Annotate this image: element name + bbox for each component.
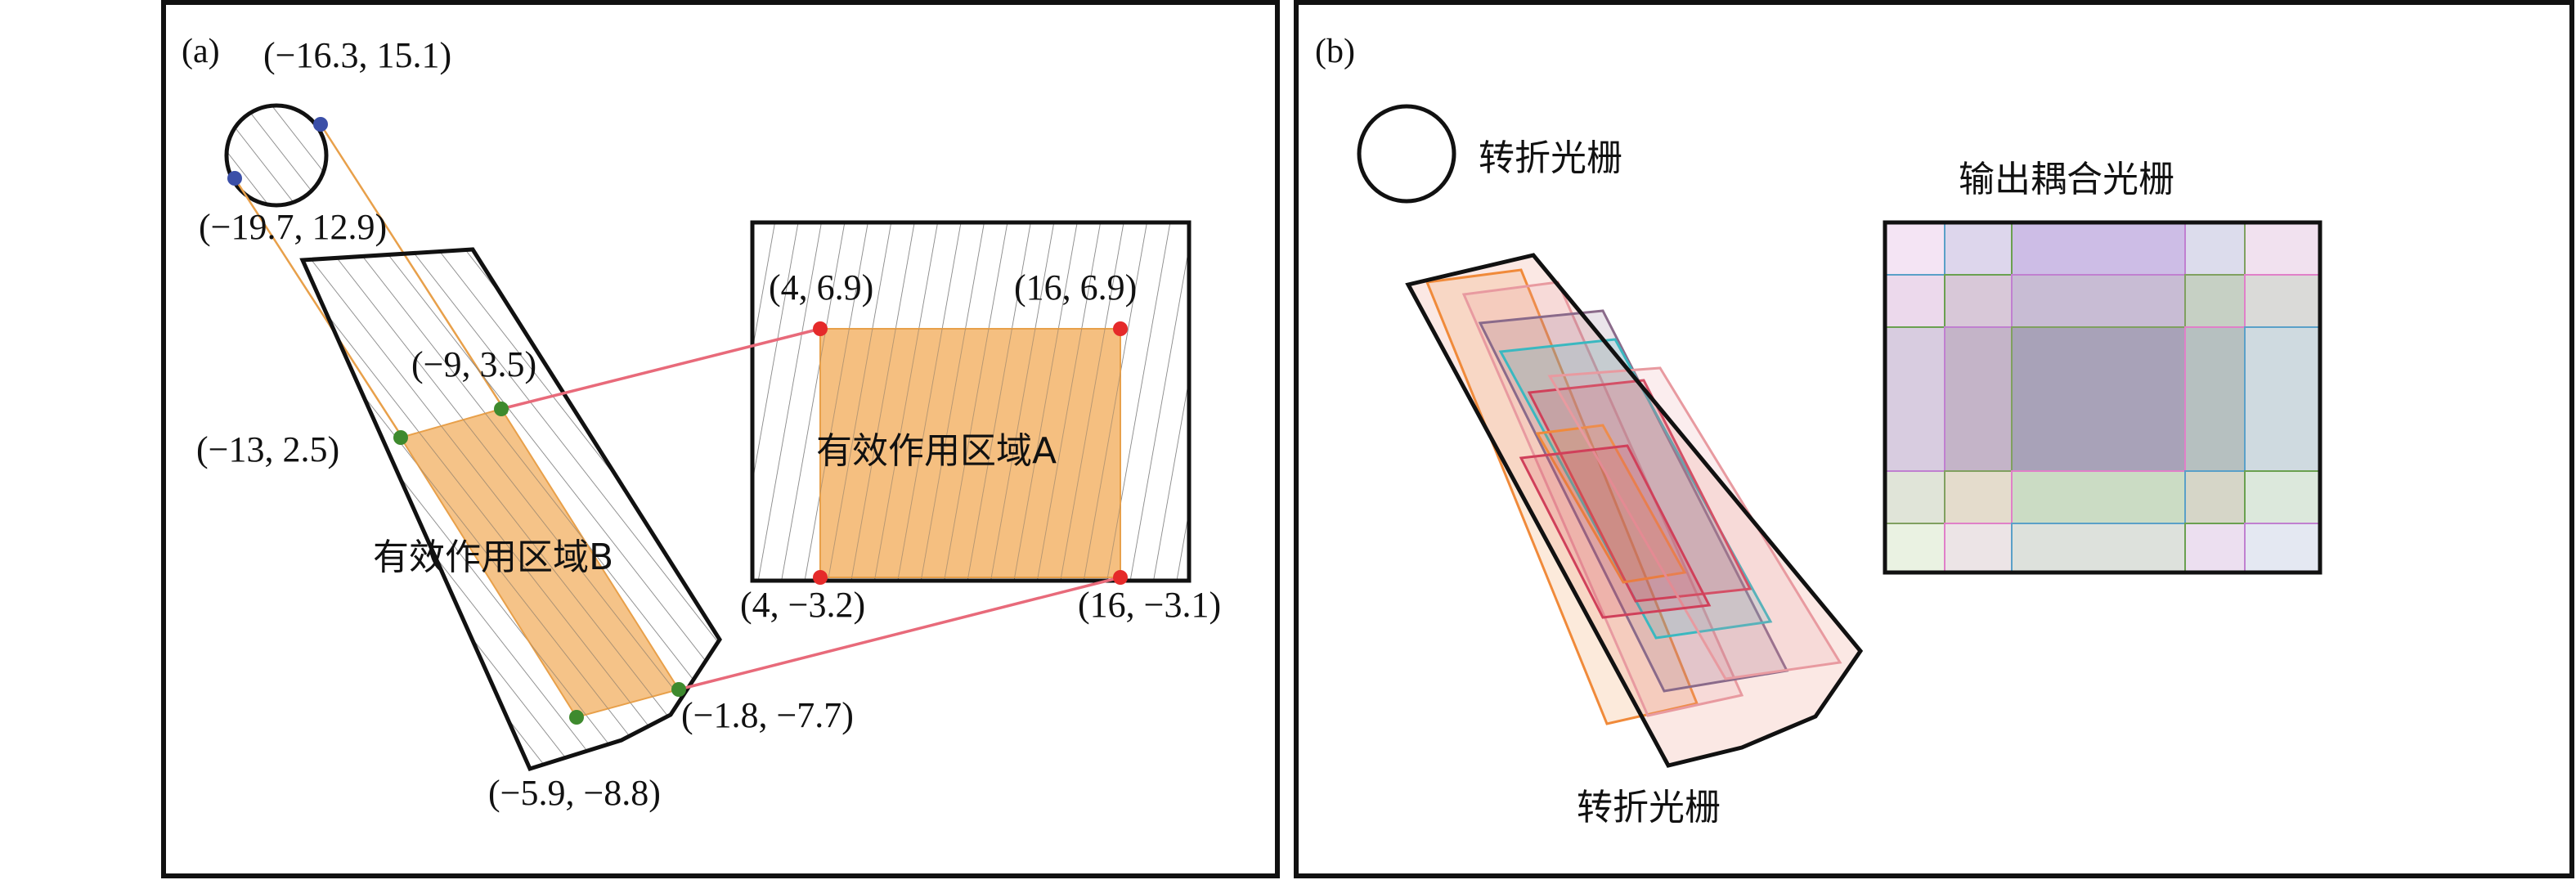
legend-circle-grating (1357, 104, 1456, 204)
output-grid-cell (1944, 470, 2013, 524)
connector-line-top (500, 327, 821, 411)
coord-label: (16, 6.9) (1014, 267, 1137, 308)
output-grid-cell (2011, 274, 2186, 328)
coord-label: (−13, 2.5) (196, 429, 339, 469)
coord-label: (16, −3.1) (1078, 585, 1221, 625)
output-grid-cell (2011, 470, 2186, 524)
region-b-point-top-right (494, 402, 509, 416)
region-a-point-bottom-right (1113, 570, 1128, 585)
circle-point-bottom (227, 171, 242, 186)
output-grid-cell (2011, 326, 2186, 472)
region-a-point-top-left (813, 321, 828, 336)
output-grid-cell (2184, 222, 2246, 276)
output-grating-grid (1884, 222, 2321, 573)
output-grid-cell (1944, 326, 2013, 472)
effective-region-b-hatch (401, 409, 679, 717)
output-grid-cell (1944, 274, 2013, 328)
coord-label: (−9, 3.5) (411, 344, 536, 384)
panel-b-label: (b) (1315, 33, 1355, 70)
region-b-point-top-left (393, 430, 408, 445)
effective-region-a-hatch (820, 329, 1120, 577)
pupil-overlay (1461, 281, 1744, 717)
coord-label: (4, 6.9) (769, 267, 873, 308)
coord-label: (−1.8, −7.7) (681, 695, 854, 735)
coord-label: (4, −3.2) (740, 585, 865, 625)
output-grid-cell (2011, 523, 2186, 573)
output-grid-cell (2244, 222, 2321, 276)
output-grid-cell (2184, 523, 2246, 573)
region-a-point-bottom-left (813, 570, 828, 585)
output-grid-cell (2244, 274, 2321, 328)
output-grid-cell (2244, 523, 2321, 573)
output-grid-cell (2184, 326, 2246, 472)
panel-a-label: (a) (182, 33, 220, 70)
panel-b: (b) 转折光栅 输出耦合光栅 转折光栅 (1294, 0, 2574, 878)
pupil-overlay (1425, 268, 1699, 725)
pupil-overlay (1498, 338, 1773, 640)
output-grid-cell (1884, 470, 1945, 524)
output-grid-cell (2184, 470, 2246, 524)
coord-label: (−16.3, 15.1) (263, 35, 451, 75)
panel-a: (a) (−16.3, 15.1) (−19. (161, 0, 1280, 878)
fold-grating-outline (1405, 253, 1864, 768)
output-grid-cell (2244, 470, 2321, 524)
fold-grating-label: 转折光栅 (1577, 787, 1721, 828)
output-grating-label: 输出耦合光栅 (1959, 159, 2174, 200)
coord-label: (−5.9, −8.8) (488, 773, 661, 813)
output-grid-cell (1884, 326, 1945, 472)
pupil-overlay (1519, 444, 1712, 619)
connector-line-bottom (678, 576, 1121, 691)
fold-grating-overlay (1405, 253, 1864, 768)
output-grid-cell (1884, 222, 1945, 276)
region-b-point-bottom-left (569, 710, 584, 725)
output-grating-frame (1883, 220, 2322, 575)
output-grid-cell (2011, 222, 2186, 276)
circle-point-top (313, 117, 328, 132)
output-grid-cell (2244, 326, 2321, 472)
output-grating-box (750, 220, 1192, 583)
output-grid-cell (1944, 222, 2013, 276)
region-a-label: 有效作用区域A (816, 430, 1057, 472)
coord-label: (−19.7, 12.9) (199, 207, 387, 247)
output-grid-cell (1944, 523, 2013, 573)
output-grid-cell (2184, 274, 2246, 328)
legend-fold-grating-label: 转折光栅 (1479, 137, 1622, 179)
output-grid-cell (1884, 274, 1945, 328)
circle-grating (224, 103, 329, 208)
region-b-label: 有效作用区域B (373, 537, 613, 578)
output-grid-cell (1884, 523, 1945, 573)
region-b-point-bottom-right (671, 682, 686, 697)
region-a-point-top-right (1113, 321, 1128, 336)
